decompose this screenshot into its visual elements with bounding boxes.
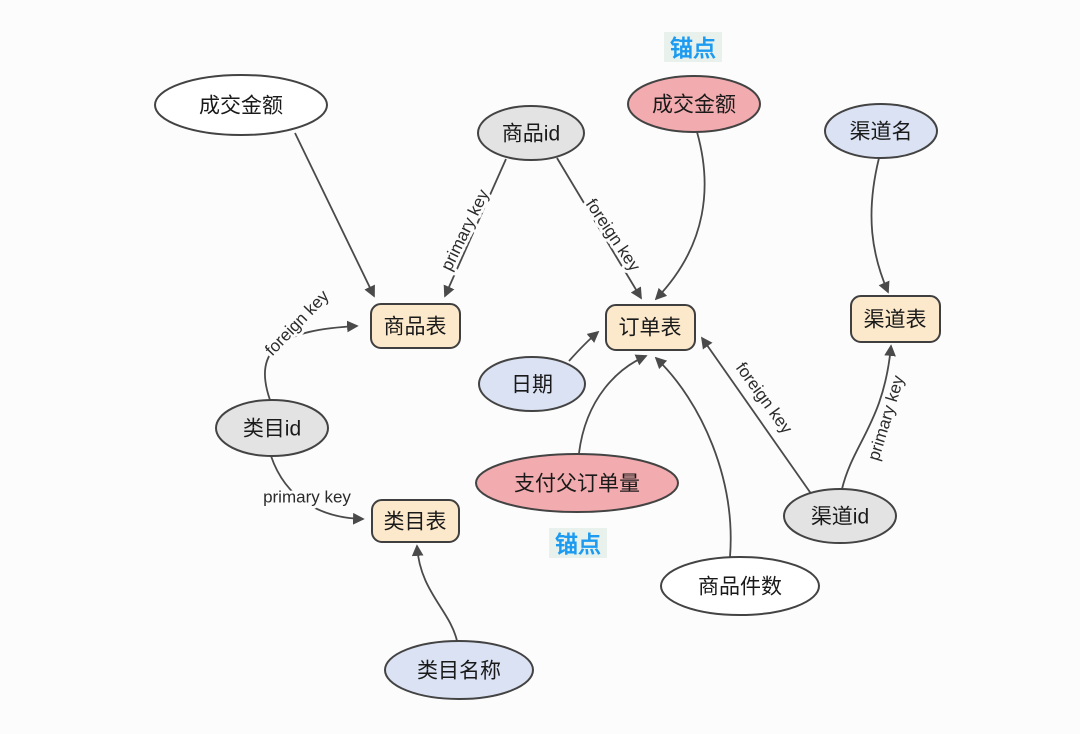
node-category-table: 类目表 (371, 499, 460, 543)
edge-paid-parent-orders-to-order-table (578, 354, 648, 454)
node-order-table-label: 订单表 (619, 317, 682, 340)
anchor-badge-top-label: 锚点 (670, 35, 716, 61)
anchor-badge-bottom-label: 锚点 (555, 531, 601, 557)
node-product-table-label: 商品表 (384, 316, 447, 339)
edge-category-id-to-product-table (264, 320, 359, 401)
node-product-id: 商品id (477, 105, 585, 161)
node-paid-parent-orders: 支付父订单量 (475, 453, 679, 513)
edge-label-primary-key-category: primary key (263, 488, 351, 507)
node-category-id: 类目id (215, 399, 329, 457)
edge-category-name-to-category-table (411, 544, 458, 642)
edge-product-id-to-product-table (443, 158, 507, 298)
node-deal-amount-anchor: 成交金额 (627, 75, 761, 133)
node-channel-table: 渠道表 (850, 295, 941, 343)
node-order-table: 订单表 (605, 304, 696, 351)
edge-date-to-order-table (568, 330, 600, 362)
anchor-badge-top: 锚点 (664, 32, 722, 62)
node-product-id-label: 商品id (502, 123, 560, 146)
edge-deal-amount-anchor-to-order-table (654, 131, 706, 301)
node-channel-id-label: 渠道id (811, 506, 869, 529)
edge-deal-amount-to-product-table (294, 132, 375, 298)
node-date-label: 日期 (511, 374, 553, 397)
node-product-quantity-label: 商品件数 (698, 576, 782, 599)
node-category-name-label: 类目名称 (417, 660, 501, 683)
node-channel-name-label: 渠道名 (850, 121, 913, 144)
edge-label-foreign-key-product: foreign key (582, 195, 645, 275)
edge-product-id-to-order-table (556, 157, 642, 300)
node-product-quantity: 商品件数 (660, 556, 820, 616)
node-channel-table-label: 渠道表 (864, 309, 927, 332)
anchor-badge-bottom: 锚点 (549, 528, 607, 558)
edge-channel-id-to-channel-table (841, 344, 896, 490)
edge-channel-id-to-order-table (700, 336, 813, 496)
node-deal-amount-label: 成交金额 (199, 95, 283, 118)
edge-channel-name-to-channel-table (870, 157, 890, 294)
node-date: 日期 (478, 356, 586, 412)
edge-product-quantity-to-order-table (654, 356, 732, 558)
node-channel-id: 渠道id (783, 488, 897, 544)
edge-category-id-to-category-table (270, 455, 365, 525)
node-category-id-label: 类目id (243, 418, 301, 441)
node-paid-parent-orders-label: 支付父订单量 (514, 473, 640, 496)
edge-label-foreign-key-category: foreign key (261, 286, 333, 359)
node-product-table: 商品表 (370, 303, 461, 349)
node-category-name: 类目名称 (384, 640, 534, 700)
node-channel-name: 渠道名 (824, 103, 938, 159)
edge-label-primary-key-product: primary key (437, 186, 493, 274)
node-deal-amount: 成交金额 (154, 74, 328, 136)
node-category-table-label: 类目表 (384, 511, 447, 534)
edge-label-primary-key-channel: primary key (864, 373, 908, 463)
node-deal-amount-anchor-label: 成交金额 (652, 94, 736, 117)
